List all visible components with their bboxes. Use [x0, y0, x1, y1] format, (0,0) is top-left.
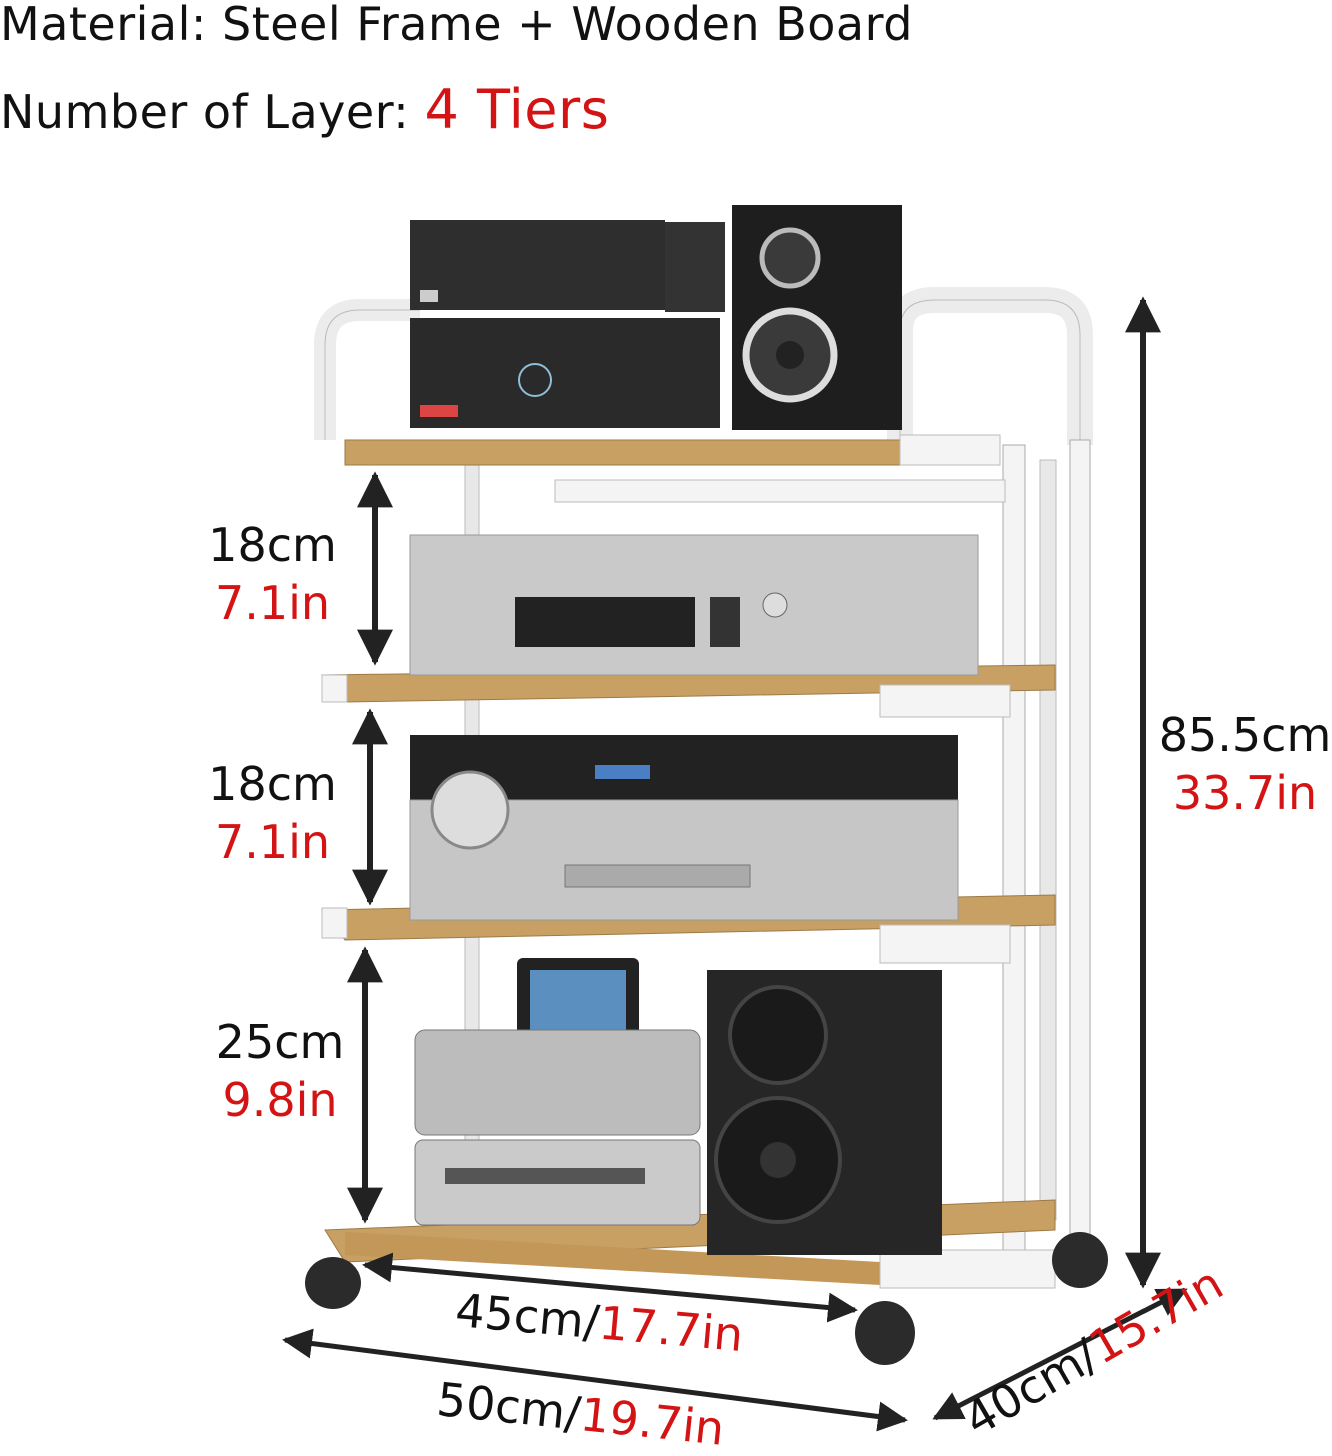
bottom-speaker — [707, 970, 942, 1255]
height-cm: 85.5cm — [1158, 708, 1332, 762]
material-line: Material: Steel Frame + Wooden Board — [0, 0, 913, 50]
gap-1-cm: 18cm — [208, 518, 337, 572]
cd-player — [409, 534, 979, 676]
gap-2-cm: 18cm — [208, 757, 337, 811]
amplifier — [409, 735, 959, 921]
gap-1-label: 18cm 7.1in — [200, 516, 345, 632]
gap-2-label: 18cm 7.1in — [200, 755, 345, 871]
height-in: 33.7in — [1172, 766, 1318, 820]
layer-count-line: Number of Layer: 4 Tiers — [0, 83, 609, 139]
layer-count-value: 4 Tiers — [424, 78, 610, 141]
height-label: 85.5cm 33.7in — [1158, 706, 1332, 822]
top-stereo-unit — [410, 220, 725, 428]
gap-3-in: 9.8in — [222, 1073, 338, 1127]
gap-2-in: 7.1in — [214, 815, 331, 869]
gap-3-label: 25cm 9.8in — [205, 1013, 355, 1129]
gap-1-in: 7.1in — [214, 576, 331, 630]
layer-count-label: Number of Layer: — [0, 85, 425, 139]
shelf-board-1 — [344, 434, 1001, 466]
material-label: Material: Steel Frame + Wooden Board — [0, 0, 913, 51]
top-speaker — [732, 205, 902, 430]
bottom-tablet-device — [414, 958, 701, 1226]
gap-3-cm: 25cm — [215, 1015, 345, 1069]
